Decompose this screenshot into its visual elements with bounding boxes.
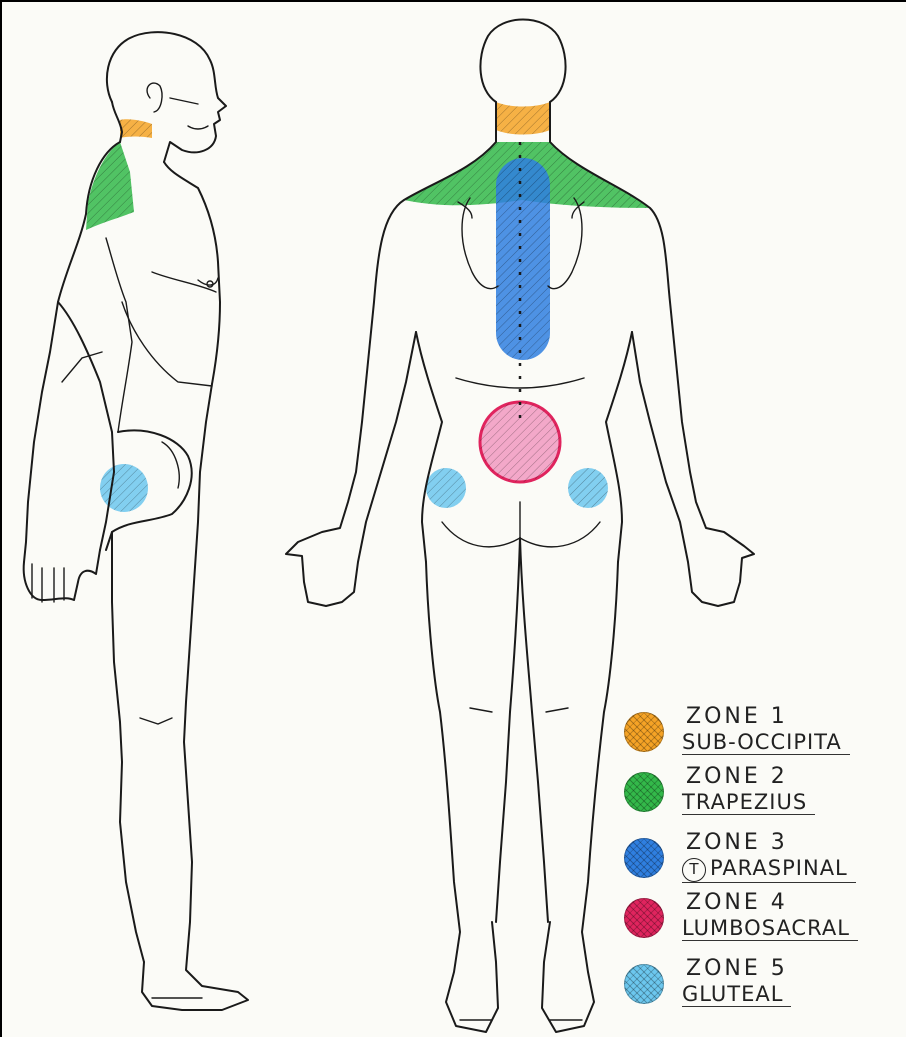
zone5-title: ZONE 5 — [686, 956, 788, 981]
thoracic-t-marker: T — [682, 858, 706, 882]
zone2-title: ZONE 2 — [686, 764, 788, 789]
back-zone1-hatch — [496, 102, 550, 135]
back-zone4-hatch — [480, 402, 560, 482]
back-zone5-hatch-right — [568, 468, 608, 508]
legend-item-zone2: ZONE 2 TRAPEZIUS — [624, 768, 894, 830]
side-view-figure — [24, 32, 248, 1010]
zone4-name: LUMBOSACRAL — [682, 916, 858, 941]
back-zone3-hatch — [496, 158, 550, 360]
zone2-name: TRAPEZIUS — [682, 790, 815, 815]
back-zone5-hatch-left — [426, 468, 466, 508]
zone1-swatch — [624, 712, 664, 752]
zone4-swatch — [624, 898, 664, 938]
zone5-name: GLUTEAL — [682, 982, 791, 1007]
zone3-title: ZONE 3 — [686, 830, 788, 855]
zone4-title: ZONE 4 — [686, 890, 788, 915]
legend-item-zone4: ZONE 4 LUMBOSACRAL — [624, 894, 894, 956]
legend-item-zone5: ZONE 5 GLUTEAL — [624, 960, 894, 1022]
side-zone2-hatch — [86, 142, 134, 230]
zone5-swatch — [624, 964, 664, 1004]
zone3-name: PARASPINAL — [710, 856, 848, 880]
legend-item-zone1: ZONE 1 SUB-OCCIPITA — [624, 708, 894, 770]
zone2-swatch — [624, 772, 664, 812]
zone3-swatch — [624, 838, 664, 878]
zone1-name: SUB-OCCIPITA — [682, 730, 850, 755]
zone1-title: ZONE 1 — [686, 704, 788, 729]
side-zone5-hatch — [100, 464, 148, 512]
side-zone1-hatch — [120, 119, 152, 138]
